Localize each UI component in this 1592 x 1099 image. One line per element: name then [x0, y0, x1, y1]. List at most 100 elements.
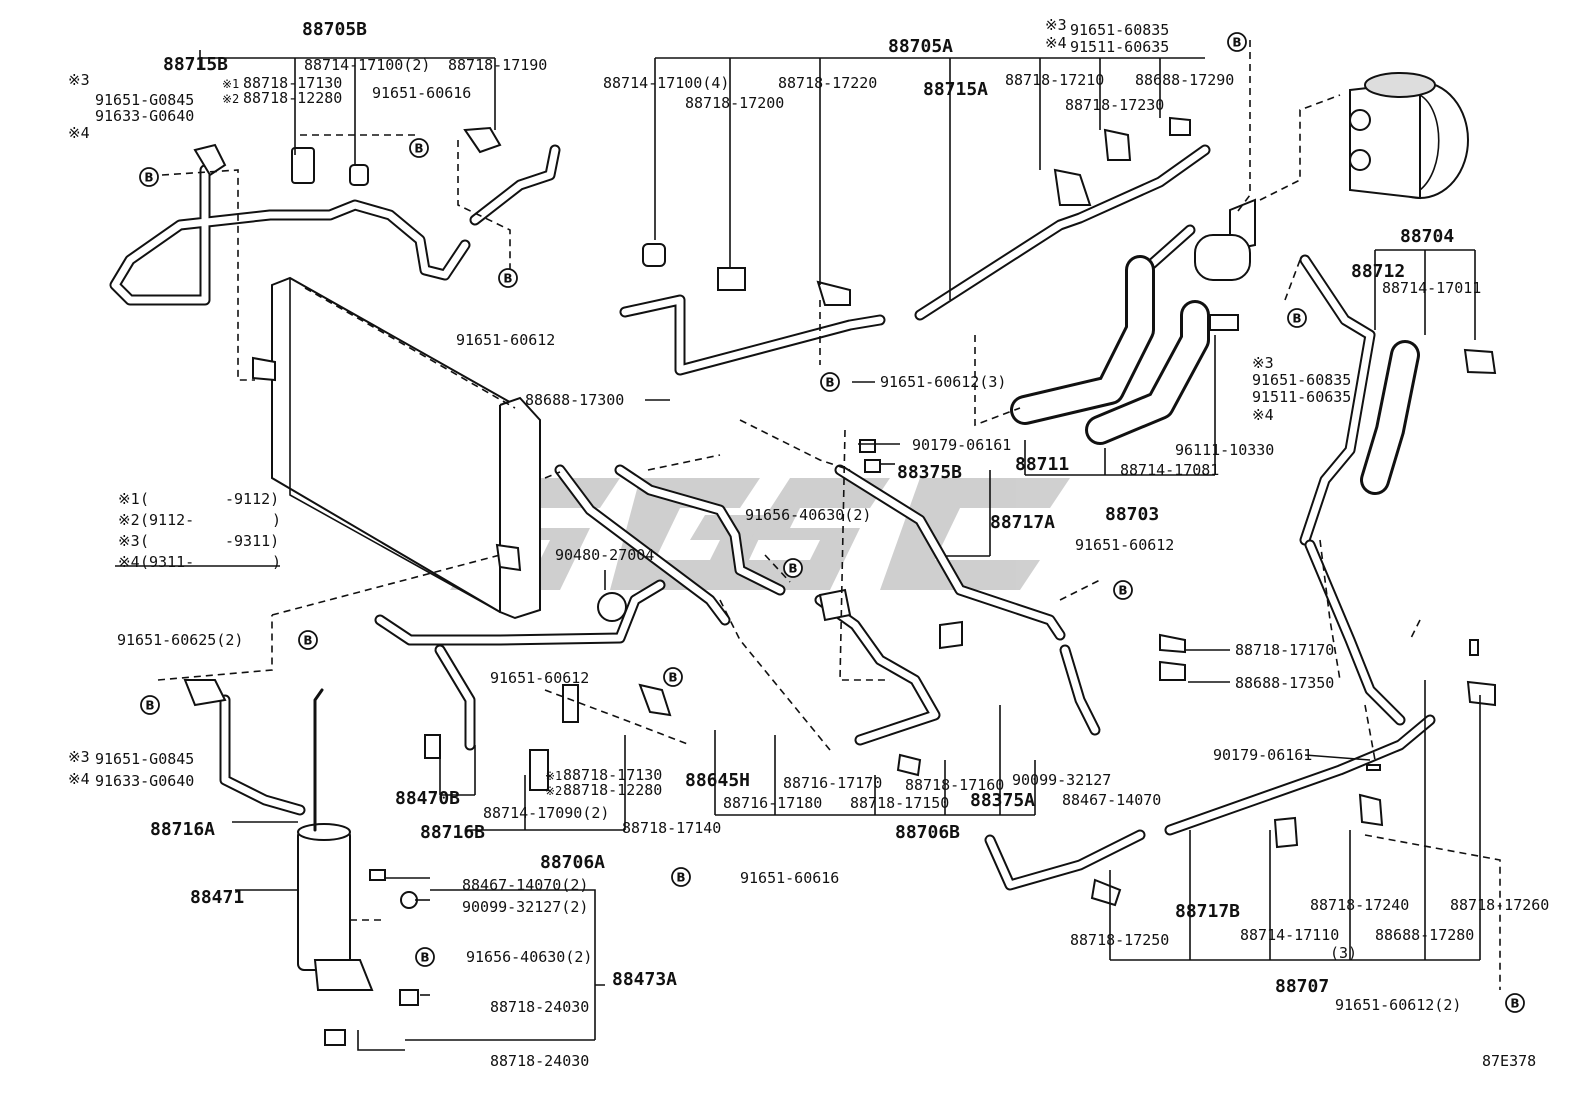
label-88471: 88471: [190, 887, 244, 908]
bolt-symbols: B B B B B B B B B B B B B B: [139, 32, 1525, 1013]
compressor-illustration: [1349, 72, 1469, 200]
svg-text:B: B: [303, 634, 312, 648]
part-88467-14070-2: 88467-14070(2): [462, 876, 588, 894]
bolt-symbol-2: B: [409, 138, 429, 158]
part-96111-10330: 96111-10330: [1175, 441, 1274, 459]
legend-row-4-to: ): [272, 553, 281, 571]
note-mark-4-top: ※4: [68, 124, 90, 142]
drawing-code: 87E378: [1482, 1052, 1536, 1070]
svg-text:B: B: [1292, 312, 1301, 326]
note-mark-2-bot: ※2: [545, 784, 562, 798]
part-88718-12280-top: 88718-12280: [243, 89, 342, 107]
legend-row-2-mark: ※2: [118, 511, 140, 529]
part-90099-32127-mid: 90099-32127: [1012, 771, 1111, 789]
label-88375B: 88375B: [897, 462, 962, 483]
legend-row-1-from: (: [140, 490, 149, 508]
part-88714-17110: 88714-17110: [1240, 926, 1339, 944]
part-88688-17280: 88688-17280: [1375, 926, 1474, 944]
part-91651-G0845-bot: 91651-G0845: [95, 750, 194, 768]
svg-text:B: B: [420, 951, 429, 965]
part-90179-06161-mid: 90179-06161: [912, 436, 1011, 454]
bolt-symbol-14: B: [1505, 993, 1525, 1013]
small-parts: [183, 116, 1497, 1046]
part-91656-40630-2-mid: 91656-40630(2): [745, 506, 871, 524]
bolt-symbol-8: B: [1113, 580, 1133, 600]
label-88706A: 88706A: [540, 852, 605, 873]
piping: [109, 144, 1436, 891]
part-91651-60612-3: 91651-60612(3): [880, 373, 1006, 391]
svg-text:B: B: [668, 671, 677, 685]
part-91633-G0640-top: 91633-G0640: [95, 107, 194, 125]
legend-row-1-mark: ※1: [118, 490, 140, 508]
part-91651-60612-mid: 91651-60612: [490, 669, 589, 687]
part-91651-60616-top: 91651-60616: [372, 84, 471, 102]
label-88704: 88704: [1400, 226, 1454, 247]
label-88705A: 88705A: [888, 36, 953, 57]
part-88688-17300: 88688-17300: [525, 391, 624, 409]
label-88473A: 88473A: [612, 969, 677, 990]
svg-text:B: B: [1118, 584, 1127, 598]
label-88470B: 88470B: [395, 788, 460, 809]
part-labels: 88714-17100(2) 88718-17190 ※1 88718-1713…: [68, 16, 1549, 1070]
part-88718-17200: 88718-17200: [685, 94, 784, 112]
svg-text:B: B: [145, 699, 154, 713]
legend-row-3-to: -9311): [225, 532, 279, 550]
part-88718-17240: 88718-17240: [1310, 896, 1409, 914]
svg-text:B: B: [825, 376, 834, 390]
note-mark-3-top: ※3: [68, 71, 90, 89]
note-mark-3-r: ※3: [1252, 354, 1274, 372]
part-88688-17350: 88688-17350: [1235, 674, 1334, 692]
label-88705B: 88705B: [302, 19, 367, 40]
label-88706B: 88706B: [895, 822, 960, 843]
part-88714-17011: 88714-17011: [1382, 279, 1481, 297]
part-88467-14070-mid: 88467-14070: [1062, 791, 1161, 809]
bolt-symbol-12: B: [671, 867, 691, 887]
part-88714-17081: 88714-17081: [1120, 461, 1219, 479]
bolt-symbol-11: B: [663, 667, 683, 687]
part-91651-60612-r: 91651-60612: [1075, 536, 1174, 554]
part-88718-17170: 88718-17170: [1235, 641, 1334, 659]
part-88714-17110-qty: (3): [1330, 944, 1357, 962]
part-88714-17100-4: 88714-17100(4): [603, 74, 729, 92]
part-91651-60625-2: 91651-60625(2): [117, 631, 243, 649]
bolt-symbol-13: B: [415, 947, 435, 967]
part-91651-60616-bot: 91651-60616: [740, 869, 839, 887]
part-88718-17230: 88718-17230: [1065, 96, 1164, 114]
label-88717A: 88717A: [990, 512, 1055, 533]
bolt-symbol-4: B: [1227, 32, 1247, 52]
label-88645H: 88645H: [685, 770, 750, 791]
note-mark-2-top: ※2: [222, 92, 239, 106]
part-90099-32127-2: 90099-32127(2): [462, 898, 588, 916]
part-91651-60835-top: 91651-60835: [1070, 21, 1169, 39]
part-90179-06161-r: 90179-06161: [1213, 746, 1312, 764]
label-88711: 88711: [1015, 454, 1069, 475]
part-91633-G0640-bot: 91633-G0640: [95, 772, 194, 790]
note-mark-1-top: ※1: [222, 77, 239, 91]
part-88718-17220: 88718-17220: [778, 74, 877, 92]
legend-row-3-from: (: [140, 532, 149, 550]
note-mark-4-bl: ※4: [68, 770, 90, 788]
note-mark-1-bot: ※1: [545, 769, 562, 783]
legend-row-2-from: (9112-: [140, 511, 194, 529]
dashed-leaders: [157, 40, 1501, 990]
svg-text:B: B: [1510, 997, 1519, 1011]
part-88718-17190: 88718-17190: [448, 56, 547, 74]
label-88712: 88712: [1351, 261, 1405, 282]
legend-row-1-to: -9112): [225, 490, 279, 508]
part-88714-17100-2: 88714-17100(2): [304, 56, 430, 74]
part-88718-17250: 88718-17250: [1070, 931, 1169, 949]
part-88716-17180: 88716-17180: [723, 794, 822, 812]
part-88718-17210: 88718-17210: [1005, 71, 1104, 89]
legend-row-4-mark: ※4: [118, 553, 140, 571]
part-91651-60612-2: 91651-60612(2): [1335, 996, 1461, 1014]
svg-text:B: B: [676, 871, 685, 885]
part-91651-60612-left: 91651-60612: [456, 331, 555, 349]
bolt-symbol-1: B: [139, 167, 159, 187]
part-88718-12280-bot: 88718-12280: [563, 781, 662, 799]
label-88715B: 88715B: [163, 54, 228, 75]
label-88715A: 88715A: [923, 79, 988, 100]
svg-text:B: B: [414, 142, 423, 156]
legend-row-3-mark: ※3: [118, 532, 140, 550]
part-88718-17160: 88718-17160: [905, 776, 1004, 794]
part-91651-60835-r: 91651-60835: [1252, 371, 1351, 389]
